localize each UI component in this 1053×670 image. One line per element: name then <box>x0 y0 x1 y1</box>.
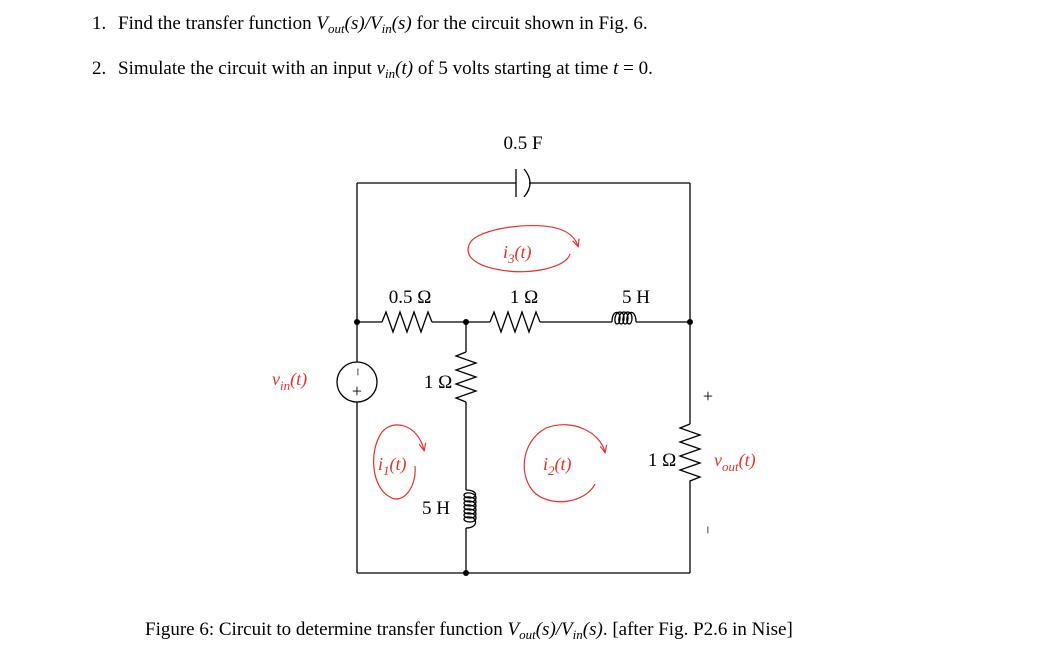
i3-sub: 3 <box>507 251 515 266</box>
tf-v-out: V <box>316 13 329 34</box>
q2-time-symbol: t <box>613 58 619 79</box>
question-2-number: 2. <box>92 58 107 79</box>
caption-arg2: (s) <box>582 619 603 640</box>
i1-label: i1(t) <box>378 454 407 478</box>
vout-v: v <box>714 450 722 470</box>
figure-caption: Figure 6: Circuit to determine transfer … <box>145 619 793 643</box>
resistor-1-ohm-shunt <box>454 351 478 403</box>
question-1-number: 1. <box>92 13 107 34</box>
tf-arg2: (s) <box>391 13 412 34</box>
loop-i3-arrow <box>467 225 578 273</box>
q2-time-eq: = 0 <box>618 58 649 79</box>
tf-out-sub: out <box>328 21 345 36</box>
inductor-5h-shunt <box>463 489 477 529</box>
question-2-text-after: . <box>648 58 653 79</box>
question-2: 2. Simulate the circuit with an input vin… <box>92 58 653 82</box>
loop-i1-arrow <box>373 424 424 500</box>
resistor-0-5-ohm <box>381 310 433 334</box>
caption-in-sub: in <box>572 627 583 642</box>
node-right-mid <box>687 319 693 325</box>
node-shunt-bottom <box>463 570 469 576</box>
i2-sub: 2 <box>548 463 555 478</box>
node-shunt-top <box>463 319 469 325</box>
i2-arg: (t) <box>555 454 572 475</box>
question-1-text-before: Find the transfer function <box>118 13 317 34</box>
caption-v-out: V <box>507 619 520 640</box>
i3-label: i3(t) <box>503 242 532 266</box>
i1-arg: (t) <box>390 454 407 475</box>
source-sub: in <box>280 378 290 393</box>
inductor-shunt-label: 5 H <box>422 498 450 519</box>
i1-sub: 1 <box>383 463 390 478</box>
caption-suffix: . [after Fig. P2.6 in Nise] <box>602 619 793 640</box>
tf-v-in: V <box>369 13 382 34</box>
tf-arg1: (s)/ <box>344 13 370 34</box>
resistor-1-ohm-output <box>678 423 702 486</box>
resistor-0-5-ohm-label: 0.5 Ω <box>389 287 432 308</box>
source-v: v <box>272 369 280 389</box>
question-1: 1.Find the transfer function Vout(s)/Vin… <box>92 13 648 37</box>
caption-arg1: (s)/ <box>535 619 562 640</box>
question-2-text-before: Simulate the circuit with an input <box>118 58 377 79</box>
i3-name: i <box>503 242 508 262</box>
i2-label: i2(t) <box>543 454 572 478</box>
q2-vin-sub: in <box>385 66 396 81</box>
source-arg: (t) <box>290 369 307 390</box>
capacitor-label: 0.5 F <box>503 133 542 154</box>
resistor-1-ohm-top-label: 1 Ω <box>510 287 538 308</box>
loop-i2-arrow <box>523 424 605 503</box>
q2-vin-symbol: v <box>376 58 385 79</box>
vout-arg: (t) <box>739 450 756 471</box>
tf-in-sub: in <box>381 21 392 36</box>
capacitor-symbol <box>515 168 531 198</box>
caption-out-sub: out <box>519 627 536 642</box>
i2-name: i <box>543 454 548 474</box>
output-minus-sign: − <box>699 526 715 534</box>
source-plus-sign: + <box>352 381 362 401</box>
i1-name: i <box>378 454 383 474</box>
question-2-text-mid: of 5 volts starting at time <box>413 58 614 79</box>
i3-arg: (t) <box>515 242 532 263</box>
q2-vin-arg: (t) <box>395 58 414 79</box>
resistor-output-label: 1 Ω <box>648 450 676 471</box>
output-plus-sign: + <box>703 386 713 406</box>
vout-sub: out <box>722 459 739 474</box>
question-1-text-after: for the circuit shown in Fig. 6. <box>411 13 648 34</box>
resistor-1-ohm-top <box>489 310 541 334</box>
resistor-shunt-label: 1 Ω <box>424 372 452 393</box>
caption-prefix: Figure 6: Circuit to determine transfer … <box>145 619 508 640</box>
vout-label: vout(t) <box>714 450 756 474</box>
inductor-5h-top <box>611 311 637 325</box>
node-left-mid <box>354 319 360 325</box>
voltage-source-circle <box>336 361 378 403</box>
source-label: vin(t) <box>272 369 307 393</box>
caption-v-in: V <box>561 619 573 640</box>
source-minus-sign: − <box>349 368 365 376</box>
inductor-top-label: 5 H <box>622 287 650 308</box>
